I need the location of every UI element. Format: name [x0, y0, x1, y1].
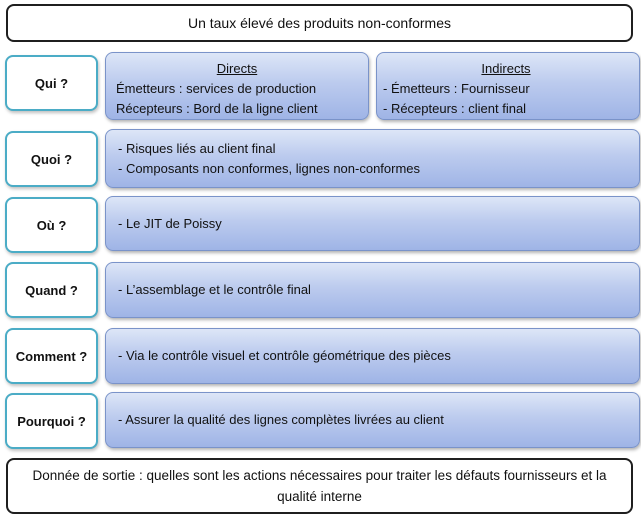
- box-quand: - L’assemblage et le contrôle final: [105, 262, 640, 318]
- label-qui-text: Qui ?: [34, 75, 69, 91]
- ou-line-1: - Le JIT de Poissy: [118, 215, 222, 231]
- output-statement: Donnée de sortie : quelles sont les acti…: [6, 458, 633, 514]
- directs-emetteurs: Émetteurs : services de production: [116, 81, 317, 96]
- quoi-line-2: - Composants non conformes, lignes non-c…: [118, 160, 421, 176]
- box-pourquoi: - Assurer la qualité des lignes complète…: [105, 392, 640, 448]
- label-ou: Où ?: [5, 197, 98, 253]
- problem-statement-text: Un taux élevé des produits non-conformes: [187, 15, 452, 31]
- label-quoi: Quoi ?: [5, 131, 98, 187]
- problem-statement: Un taux élevé des produits non-conformes: [6, 4, 633, 42]
- quoi-line-1: - Risques liés au client final: [118, 140, 276, 156]
- label-qui: Qui ?: [5, 55, 98, 111]
- label-quoi-text: Quoi ?: [30, 151, 73, 167]
- label-comment-text: Comment ?: [15, 348, 88, 364]
- label-ou-text: Où ?: [36, 217, 67, 233]
- comment-line-1: - Via le contrôle visuel et contrôle géo…: [118, 348, 451, 363]
- directs-heading: Directs: [216, 61, 258, 76]
- label-quand: Quand ?: [5, 262, 98, 318]
- box-directs: Directs Émetteurs : services de producti…: [105, 52, 369, 120]
- label-pourquoi: Pourquoi ?: [5, 393, 98, 449]
- indirects-recepteurs: - Récepteurs : client final: [383, 101, 527, 116]
- directs-recepteurs: Récepteurs : Bord de la ligne client: [116, 101, 318, 116]
- indirects-heading: Indirects: [481, 61, 531, 76]
- box-comment: - Via le contrôle visuel et contrôle géo…: [105, 328, 640, 384]
- pourquoi-line-1: - Assurer la qualité des lignes complète…: [118, 412, 444, 427]
- output-statement-text: Donnée de sortie : quelles sont les acti…: [32, 468, 607, 504]
- label-comment: Comment ?: [5, 328, 98, 384]
- indirects-emetteurs: - Émetteurs : Fournisseur: [383, 81, 530, 96]
- quand-line-1: - L’assemblage et le contrôle final: [118, 282, 311, 297]
- label-quand-text: Quand ?: [25, 282, 78, 298]
- label-pourquoi-text: Pourquoi ?: [17, 413, 86, 429]
- box-ou: - Le JIT de Poissy: [105, 196, 640, 251]
- box-quoi: - Risques liés au client final - Composa…: [105, 129, 640, 188]
- box-indirects: Indirects - Émetteurs : Fournisseur - Ré…: [376, 52, 640, 120]
